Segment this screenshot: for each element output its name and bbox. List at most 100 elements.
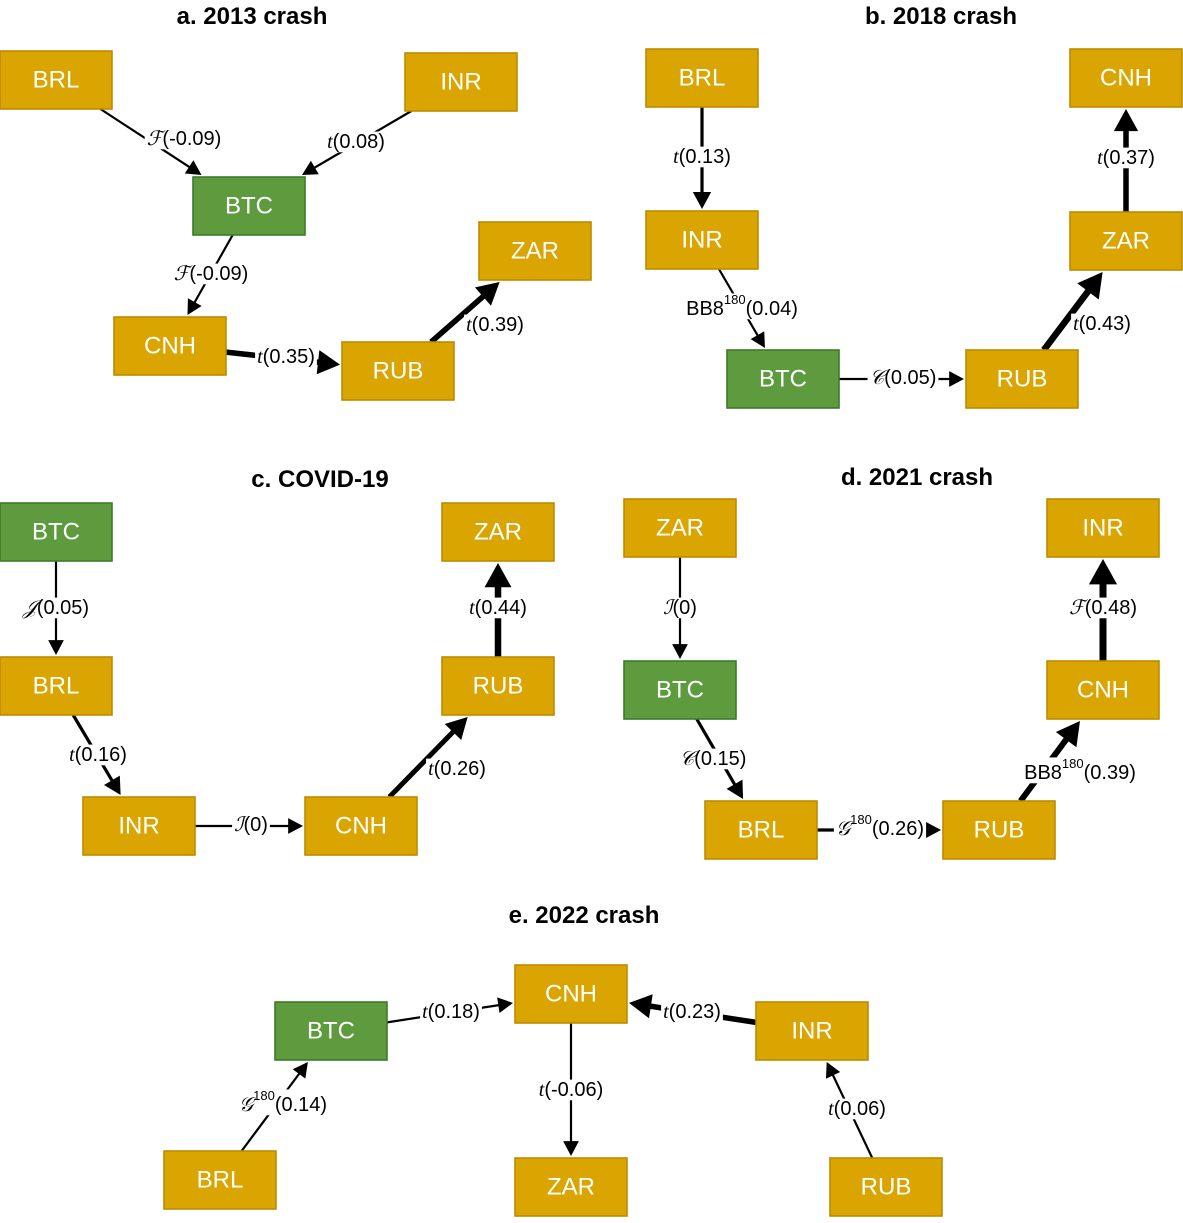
node-label: INR bbox=[1082, 514, 1123, 541]
node-a-inr: INR bbox=[404, 52, 518, 112]
copula-family: t bbox=[428, 758, 434, 780]
edge-label-text: t(0.39) bbox=[466, 314, 524, 337]
edge-label-b-3: t(0.43) bbox=[1071, 313, 1133, 335]
edge-b-rub-zar bbox=[1041, 272, 1103, 352]
edge-label-background bbox=[325, 131, 387, 153]
copula-family: ℱ bbox=[147, 128, 166, 150]
node-label: ZAR bbox=[656, 514, 704, 541]
dependence-value: (0.48) bbox=[1085, 597, 1137, 619]
node-box bbox=[942, 800, 1056, 860]
edge-label-background bbox=[826, 1098, 888, 1120]
node-box bbox=[0, 502, 113, 562]
edge-label-text: 𝒢180(0.14) bbox=[239, 1088, 327, 1116]
arrowhead-icon bbox=[302, 160, 319, 175]
node-box bbox=[404, 52, 518, 112]
node-label: BTC bbox=[225, 192, 273, 219]
node-label: BTC bbox=[656, 676, 704, 703]
edge-label-background bbox=[420, 1001, 482, 1023]
arrowhead-icon bbox=[104, 775, 121, 795]
copula-family: t bbox=[828, 1098, 834, 1120]
edge-label-text: 𝒥(0.05) bbox=[22, 597, 89, 620]
edge-label-text: ℱ(0.48) bbox=[1069, 597, 1137, 620]
node-label: BTC bbox=[307, 1017, 355, 1044]
edge-label-a-3: t(0.35) bbox=[255, 346, 317, 369]
node-box bbox=[192, 176, 306, 236]
dependence-value: (-0.06) bbox=[544, 1079, 603, 1101]
dependence-value: (0.13) bbox=[679, 146, 731, 168]
copula-rotation: 180 bbox=[850, 812, 872, 827]
node-label: BRL bbox=[679, 64, 726, 91]
dependence-value: (0.16) bbox=[75, 744, 127, 766]
edge-label-background bbox=[19, 597, 92, 619]
copula-family: t bbox=[257, 346, 263, 368]
edge-label-background bbox=[255, 346, 317, 368]
edge-d-cnh-inr bbox=[1088, 559, 1118, 661]
node-label: BRL bbox=[33, 672, 80, 699]
arrowhead-icon bbox=[672, 644, 688, 659]
edge-c-rub-zar bbox=[484, 563, 512, 657]
node-e-rub: RUB bbox=[829, 1157, 943, 1217]
edge-label-text: t(0.18) bbox=[422, 1001, 480, 1024]
node-label: INR bbox=[791, 1017, 832, 1044]
node-box bbox=[1069, 48, 1183, 108]
copula-family: 𝒢 bbox=[836, 818, 854, 840]
node-b-brl: BRL bbox=[645, 48, 759, 108]
panel-title-b: b. 2018 crash bbox=[865, 3, 1017, 30]
node-d-btc: BTC bbox=[623, 660, 737, 720]
node-box bbox=[0, 656, 113, 716]
node-box bbox=[341, 341, 455, 401]
edge-label-c-2: ℐ(0) bbox=[232, 814, 270, 836]
node-box bbox=[829, 1157, 943, 1217]
node-box bbox=[0, 50, 113, 110]
copula-family: BB8 bbox=[1024, 762, 1062, 784]
edge-c-cnh-rub bbox=[387, 717, 468, 799]
node-label: CNH bbox=[545, 980, 597, 1007]
node-a-rub: RUB bbox=[341, 341, 455, 401]
edge-label-text: t(0.44) bbox=[469, 597, 527, 620]
dependence-value: (0.14) bbox=[275, 1094, 327, 1116]
edge-label-d-3: BB8180(0.39) bbox=[1022, 756, 1138, 784]
edge-label-background bbox=[677, 748, 749, 770]
node-label: RUB bbox=[997, 365, 1048, 392]
node-d-brl: BRL bbox=[704, 800, 818, 860]
edge-label-background bbox=[1071, 313, 1133, 335]
node-c-cnh: CNH bbox=[304, 796, 418, 856]
edge-label-background bbox=[426, 758, 488, 780]
edge-label-e-1: t(0.18) bbox=[420, 1001, 482, 1024]
edge-label-background bbox=[867, 367, 939, 389]
edge-line bbox=[429, 292, 488, 345]
node-c-btc: BTC bbox=[0, 502, 113, 562]
node-d-inr: INR bbox=[1046, 498, 1160, 558]
edge-label-background bbox=[536, 1079, 606, 1101]
copula-family: t bbox=[422, 1001, 428, 1023]
edge-label-a-1: t(0.08) bbox=[325, 131, 387, 153]
edge-label-text: t(0.35) bbox=[257, 346, 315, 369]
node-box bbox=[113, 316, 227, 376]
node-label: ZAR bbox=[511, 237, 559, 264]
dependence-value: (0.08) bbox=[333, 131, 385, 153]
edge-label-background bbox=[1022, 757, 1138, 784]
panel-title-e: e. 2022 crash bbox=[509, 902, 660, 929]
arrowhead-icon bbox=[187, 298, 202, 315]
panel-title-c: c. COVID-19 bbox=[251, 466, 388, 493]
node-box bbox=[304, 796, 418, 856]
node-box bbox=[704, 800, 818, 860]
edge-label-background bbox=[67, 744, 129, 766]
node-a-cnh: CNH bbox=[113, 316, 227, 376]
edge-label-background bbox=[661, 1001, 723, 1023]
edge-label-e-0: 𝒢180(0.14) bbox=[236, 1088, 330, 1116]
copula-family: t bbox=[469, 597, 475, 619]
dependence-value: (0.18) bbox=[428, 1001, 480, 1023]
arrowhead-icon bbox=[949, 371, 964, 387]
node-b-inr: INR bbox=[645, 210, 759, 270]
node-label: INR bbox=[118, 812, 159, 839]
edge-a-rub-zar bbox=[429, 282, 500, 345]
copula-family: t bbox=[663, 1001, 669, 1023]
edge-label-b-0: t(0.13) bbox=[671, 146, 733, 169]
panel-title-a: a. 2013 crash bbox=[177, 3, 328, 30]
dependence-value: (0.26) bbox=[434, 758, 486, 780]
node-box bbox=[478, 221, 592, 281]
edge-label-text: t(0.13) bbox=[673, 146, 731, 169]
node-box bbox=[1046, 498, 1160, 558]
